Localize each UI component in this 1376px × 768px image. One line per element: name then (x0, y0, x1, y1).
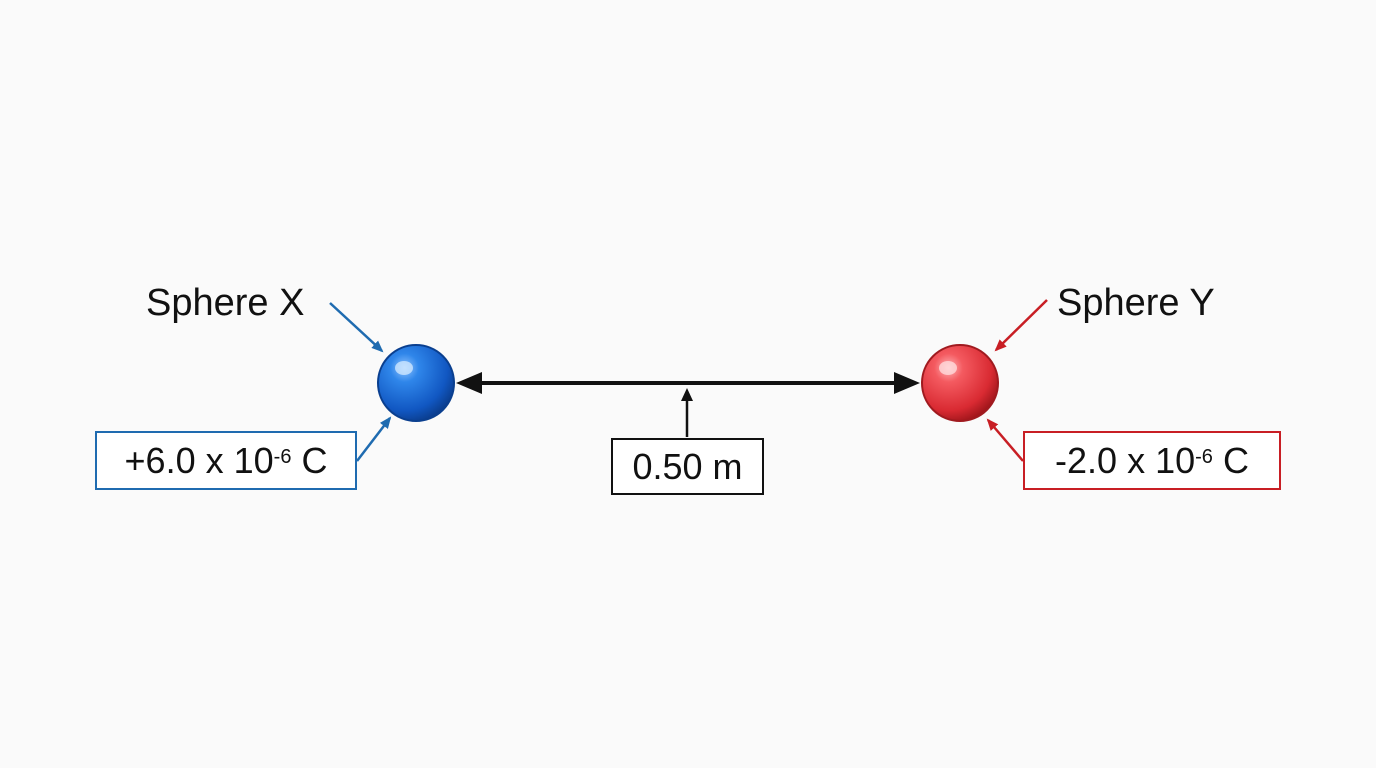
sphere-x-charge-unit: C (291, 439, 328, 481)
distance-arrowhead-left (456, 372, 482, 394)
sphere-y (921, 344, 999, 422)
sphere-y-charge-exponent: -6 (1195, 445, 1213, 468)
sphere-x-charge-box: +6.0 x 10-6 C (95, 431, 357, 490)
sphere-x-label: Sphere X (146, 282, 305, 324)
sphere-y-charge-unit: C (1212, 439, 1249, 481)
sphere-x-charge-mantissa: +6.0 x 10 (124, 439, 274, 481)
sphere-y-name-pointer (994, 299, 1048, 352)
sphere-x (377, 344, 455, 422)
distance-arrowhead-right (894, 372, 920, 394)
sphere-y-charge-box: -2.0 x 10-6 C (1023, 431, 1281, 490)
sphere-y-charge-mantissa: -2.0 x 10 (1055, 439, 1196, 481)
distance-label-pointer (681, 388, 693, 437)
separation-label-box: 0.50 m (611, 438, 764, 495)
distance-arrow (456, 372, 920, 394)
sphere-y-charge-pointer (986, 418, 1024, 462)
sphere-x-charge-pointer (356, 416, 392, 462)
sphere-y-label: Sphere Y (1057, 282, 1215, 324)
separation-label: 0.50 m (632, 445, 743, 487)
sphere-x-name-pointer (329, 302, 384, 353)
sphere-x-charge-exponent: -6 (273, 445, 292, 468)
